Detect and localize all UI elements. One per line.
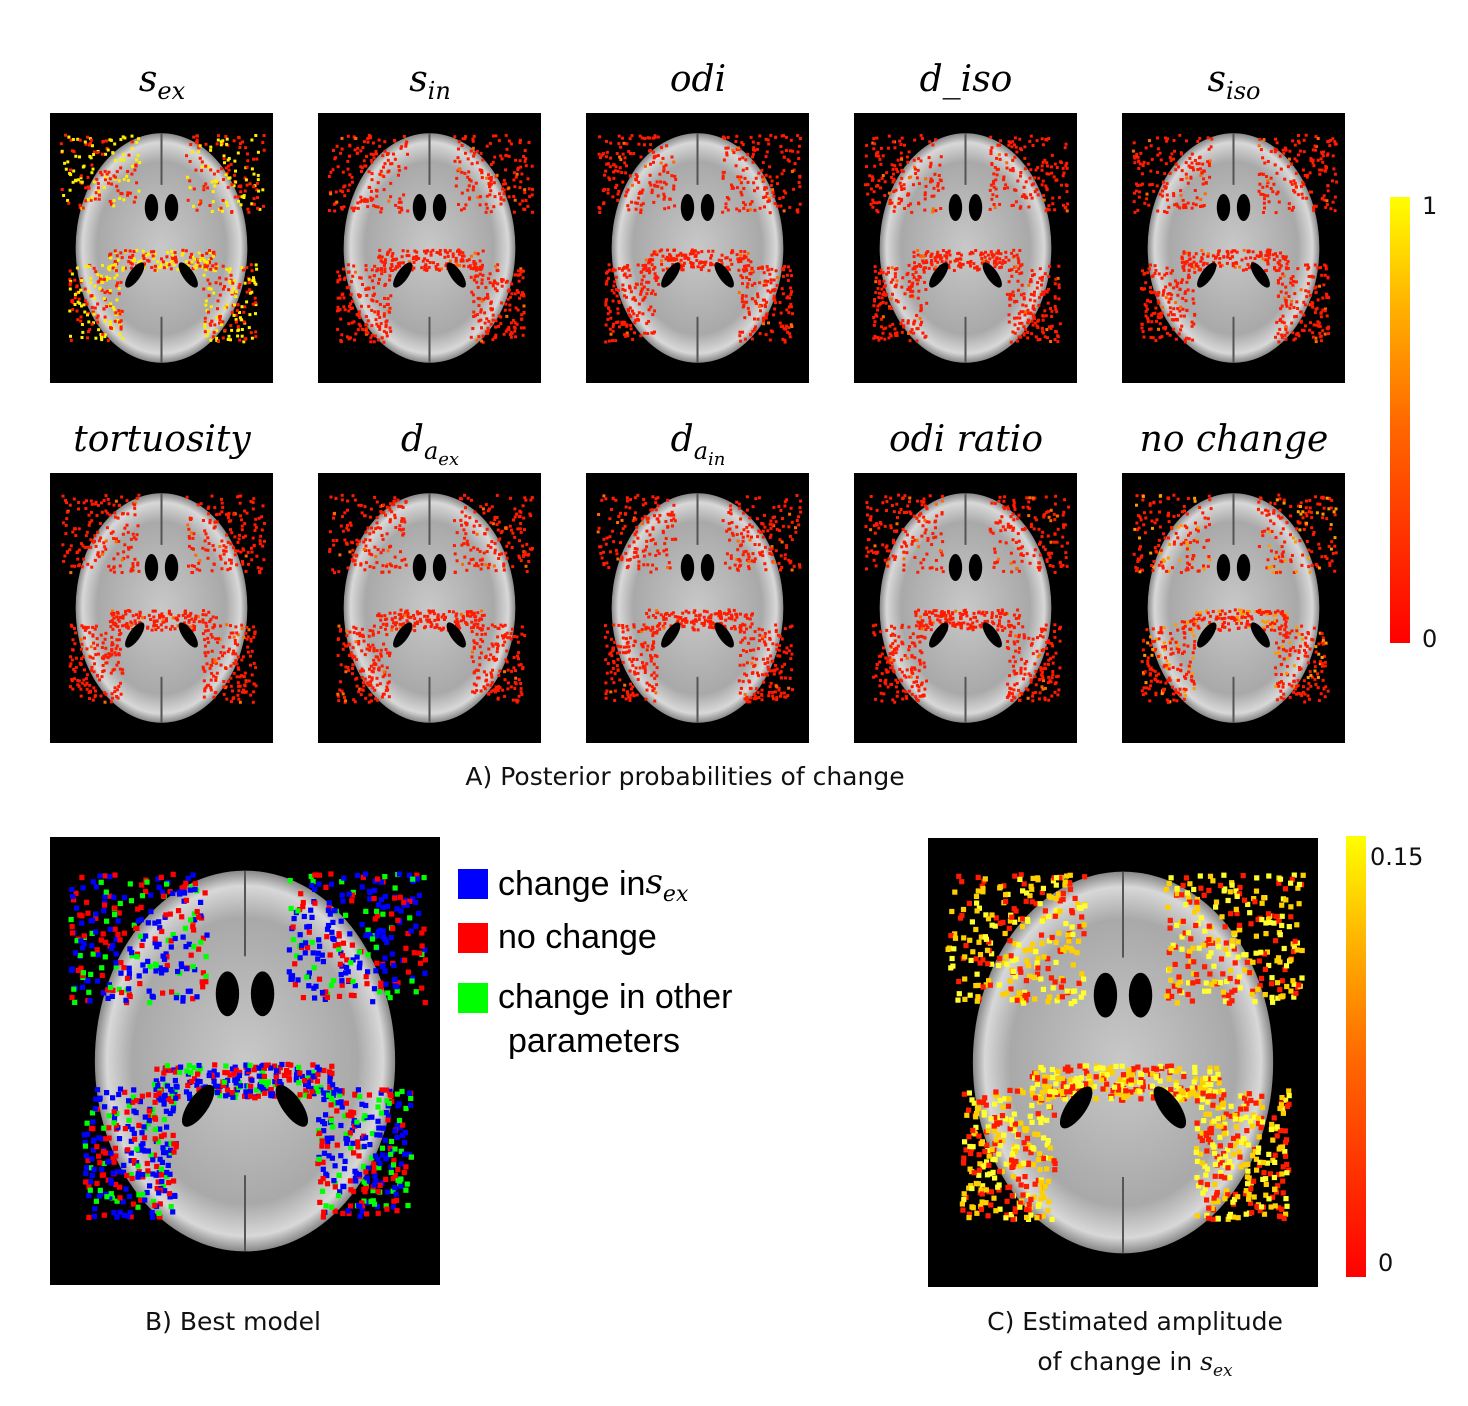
- title-base: d_iso: [919, 59, 1013, 100]
- brain-image: [1131, 133, 1339, 363]
- colorbar-a: [1390, 197, 1410, 643]
- title-subsub: in: [708, 449, 726, 470]
- title-base: tortuosity: [73, 419, 251, 460]
- title-sub-text: a: [693, 437, 708, 465]
- panel-title: odi: [568, 62, 828, 98]
- brain-slice: [1122, 473, 1345, 743]
- title-base: s: [138, 59, 158, 100]
- legend-label: change in: [498, 864, 646, 903]
- panel-title: siso: [1104, 59, 1364, 105]
- brain-slice: [586, 473, 809, 743]
- colorbar-c-max: 0.15: [1370, 843, 1424, 871]
- brain-image: [327, 133, 534, 363]
- caption-sym: s: [1200, 1347, 1213, 1376]
- title-sub-text: iso: [1226, 77, 1261, 105]
- legend-sub: ex: [662, 881, 689, 907]
- title-base: odi ratio: [888, 419, 1043, 460]
- legend-change-sex: change in sex: [458, 862, 688, 907]
- brain-slice: [50, 113, 273, 383]
- brain-image: [864, 493, 1071, 723]
- panel-title: d_iso: [836, 62, 1096, 98]
- title-base: no change: [1139, 419, 1329, 460]
- brain-slice: [318, 113, 541, 383]
- title-sub: ex: [157, 77, 185, 105]
- brain-image: [863, 133, 1070, 363]
- legend-change-other: change in other: [458, 978, 732, 1017]
- brain-slice: [854, 113, 1077, 383]
- legend-sym: s: [645, 862, 663, 902]
- legend-swatch-red: [458, 922, 488, 953]
- panel-title: dain: [568, 422, 828, 469]
- title-sub: aex: [423, 437, 459, 469]
- panel-title: tortuosity: [32, 422, 292, 458]
- brain-image: [328, 493, 534, 723]
- caption-b: B) Best model: [144, 1307, 321, 1336]
- legend-swatch-blue: [458, 869, 488, 900]
- title-sub-text: in: [427, 77, 451, 105]
- title-sub: in: [428, 77, 451, 105]
- panel-title: sex: [32, 59, 292, 105]
- legend-swatch-green: [458, 982, 488, 1013]
- brain-slice: [854, 473, 1077, 743]
- panel-title: sin: [300, 59, 560, 105]
- panel-title: odi ratio: [836, 422, 1096, 458]
- title-base: odi: [669, 59, 727, 100]
- legend-no-change: no change: [458, 918, 657, 957]
- colorbar-a-min: 0: [1422, 625, 1438, 653]
- panel-title: no change: [1104, 422, 1364, 458]
- colorbar-c: [1346, 836, 1366, 1277]
- brain-slice: [318, 473, 541, 743]
- best-model-brain: [50, 837, 440, 1285]
- legend-label: no change: [498, 918, 657, 956]
- brain-image: [61, 493, 266, 723]
- brain-slice: [50, 473, 273, 743]
- legend-parameters: parameters: [508, 1022, 680, 1061]
- title-sub-text: ex: [157, 77, 186, 105]
- brain-image: [597, 133, 802, 363]
- title-sub: iso: [1226, 77, 1260, 105]
- caption-text: of change in: [1037, 1347, 1201, 1376]
- title-sub-text: a: [423, 437, 439, 465]
- title-base: d: [670, 419, 694, 460]
- brain-slice: [1122, 113, 1345, 383]
- caption-sub: ex: [1212, 1361, 1233, 1381]
- caption-c-line2: of change in sex: [935, 1347, 1335, 1381]
- title-base: d: [400, 419, 424, 460]
- title-base: s: [1207, 59, 1227, 100]
- title-sub: ain: [693, 437, 726, 469]
- brain-image: [1132, 493, 1338, 723]
- legend-label: parameters: [508, 1022, 680, 1060]
- brain-image: [59, 133, 266, 363]
- caption-a: A) Posterior probabilities of change: [465, 762, 905, 791]
- amplitude-brain: [928, 838, 1318, 1287]
- panel-title: daex: [300, 422, 560, 469]
- caption-c-line1: C) Estimated amplitude: [987, 1307, 1283, 1336]
- title-base: s: [409, 59, 428, 100]
- colorbar-a-max: 1: [1422, 192, 1438, 220]
- legend-label: change in other: [498, 978, 733, 1016]
- brain-image: [596, 493, 803, 723]
- brain-slice: [586, 113, 809, 383]
- colorbar-c-min: 0: [1378, 1249, 1394, 1277]
- title-subsub: ex: [438, 449, 460, 470]
